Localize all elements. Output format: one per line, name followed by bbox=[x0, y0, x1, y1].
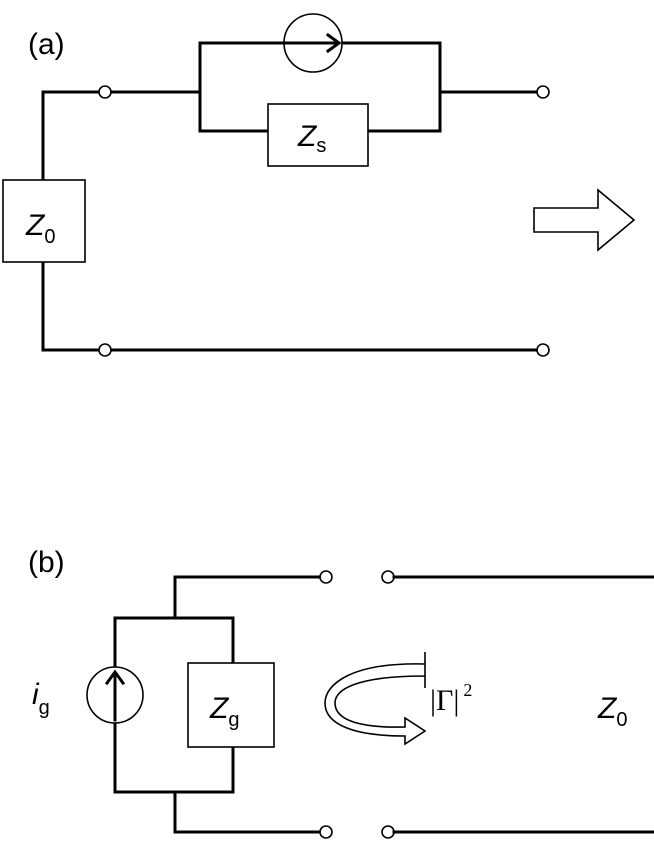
gamma-exponent: 2 bbox=[463, 680, 472, 700]
current-arrow-up-icon bbox=[104, 669, 126, 686]
svg-text:Zg: Zg bbox=[209, 692, 239, 731]
zg-subscript: g bbox=[228, 709, 239, 731]
z0-box bbox=[2, 179, 86, 263]
z0-label: Z bbox=[25, 209, 46, 242]
terminal-b-top-right bbox=[381, 570, 395, 584]
zg-box bbox=[187, 662, 275, 748]
terminal-a-bottom-left bbox=[98, 343, 112, 357]
svg-text:Z0: Z0 bbox=[25, 209, 55, 248]
panel-a-label: (a) bbox=[28, 28, 65, 61]
terminal-b-bottom-right bbox=[381, 825, 395, 839]
hollow-arrow-right-icon bbox=[533, 188, 636, 252]
panel-b: (b) ig Zg bbox=[28, 546, 654, 839]
svg-text:|Γ|2: |Γ|2 bbox=[430, 680, 472, 717]
svg-text:ig: ig bbox=[32, 678, 50, 719]
svg-text:Zs: Zs bbox=[297, 120, 326, 157]
z0-line-label: Z bbox=[597, 692, 618, 725]
reflection-arrow-icon bbox=[324, 652, 427, 746]
z0-subscript: 0 bbox=[44, 226, 55, 248]
svg-text:Z0: Z0 bbox=[597, 692, 627, 731]
terminal-b-top-left bbox=[319, 570, 333, 584]
zs-box bbox=[267, 103, 369, 167]
terminal-b-bottom-left bbox=[319, 825, 333, 839]
zs-label: Z bbox=[297, 120, 318, 153]
z0-line-subscript: 0 bbox=[616, 709, 627, 731]
ig-subscript: g bbox=[39, 697, 50, 719]
ig-label: i bbox=[32, 678, 40, 711]
current-arrow-right-icon bbox=[325, 32, 342, 54]
panel-b-label: (b) bbox=[28, 546, 65, 579]
panel-a: (a) Z0 Zs bbox=[2, 13, 636, 357]
zs-subscript: s bbox=[316, 135, 326, 157]
gamma-label: |Γ| bbox=[430, 684, 459, 717]
terminal-a-bottom-right bbox=[536, 343, 550, 357]
terminal-a-top-left bbox=[98, 85, 112, 99]
zg-label: Z bbox=[209, 692, 230, 725]
terminal-a-top-right bbox=[536, 85, 550, 99]
